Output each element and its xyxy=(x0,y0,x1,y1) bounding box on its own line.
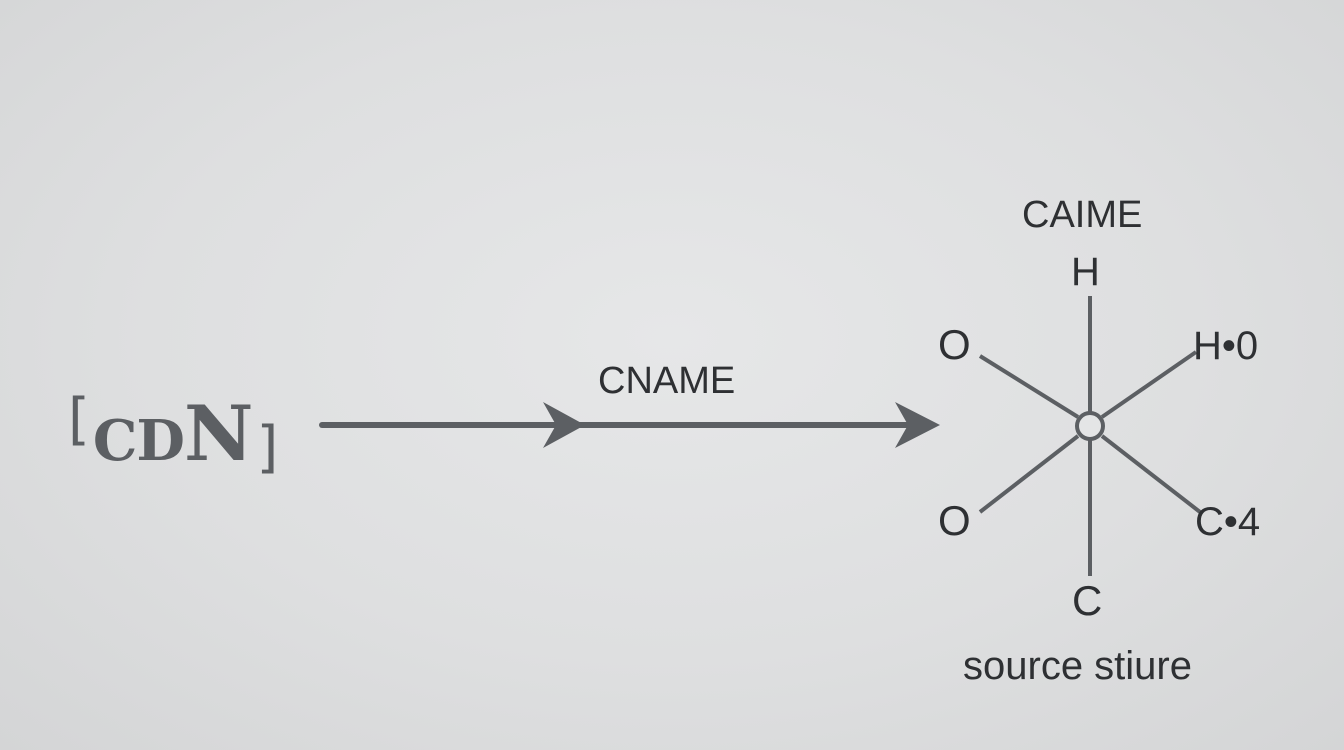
atom-lower-right: C•4 xyxy=(1195,500,1261,544)
atom-bottom: C xyxy=(1072,577,1103,624)
source-label-large-caps: N xyxy=(184,389,253,478)
atom-top: H xyxy=(1071,250,1100,294)
source-label-lead-bracket: [ xyxy=(68,387,90,452)
structure-caption: source stiure xyxy=(963,644,1192,688)
source-label-small-caps: CD xyxy=(92,408,185,474)
atom-lower-left: O xyxy=(938,497,971,544)
arrowhead-end xyxy=(895,402,940,448)
arrow-label: CNAME xyxy=(598,360,736,402)
arrowhead-mid xyxy=(543,402,585,448)
bond-lower-right xyxy=(1100,434,1202,514)
bond-lower-left xyxy=(978,434,1080,514)
center-atom xyxy=(1075,411,1105,441)
bond-upper-left xyxy=(978,354,1080,419)
atom-upper-left: O xyxy=(938,321,971,368)
bond-upper-right xyxy=(1100,350,1198,419)
source-label: [CDN] xyxy=(68,389,278,478)
source-label-trail-bracket: ] xyxy=(256,415,278,480)
structure-title: CAIME xyxy=(1022,194,1143,236)
atom-upper-right: H•0 xyxy=(1193,324,1259,368)
